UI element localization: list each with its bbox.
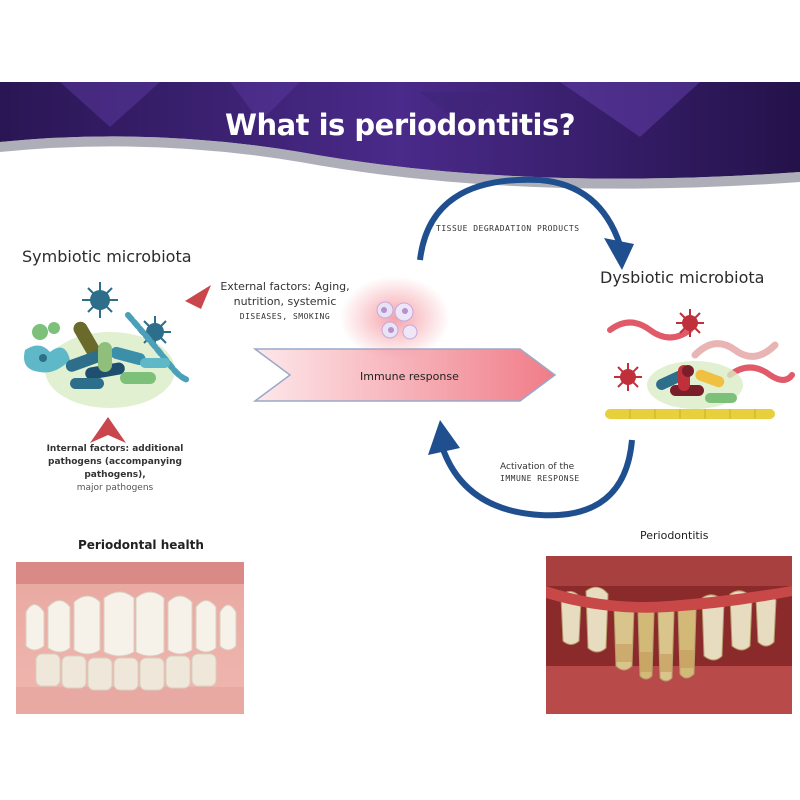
external-pointer-icon xyxy=(185,285,211,309)
virus-icon xyxy=(614,363,642,391)
internal-factors-line3: pathogens), xyxy=(84,470,146,480)
periodontal-health-photo xyxy=(16,562,244,714)
bottom-arrow-head xyxy=(428,420,460,455)
activation-line1: Activation of the xyxy=(500,462,575,472)
internal-factors-line2: pathogens (accompanying xyxy=(48,457,182,467)
external-factors-line3: diseases, smoking xyxy=(239,312,331,321)
internal-pointer-icon xyxy=(90,417,126,443)
immune-response-arrow xyxy=(252,348,557,402)
page-title: What is periodontitis? xyxy=(224,108,576,142)
external-factors-line2: nutrition, systemic xyxy=(233,295,337,308)
virus-icon xyxy=(676,309,704,337)
internal-factors-line1: Internal factors: additional xyxy=(46,444,184,454)
activation-line2: immune response xyxy=(500,474,580,483)
symbiotic-microbiota-illustration xyxy=(24,282,191,408)
tissue-degradation-label: tissue degradation products xyxy=(436,224,580,233)
internal-factors-line4: major pathogens xyxy=(76,483,154,493)
activation-label: Activation of the immune response xyxy=(500,461,580,485)
symbiotic-heading: Symbiotic microbiota xyxy=(22,247,192,266)
external-factors: External factors: Aging, nutrition, syst… xyxy=(220,279,350,324)
bottom-cycle-arrow xyxy=(437,439,635,519)
top-cycle-arrow xyxy=(417,176,623,261)
disease-photo-label: Periodontitis xyxy=(640,529,709,542)
immune-cells xyxy=(340,276,450,360)
header-banner xyxy=(0,82,800,192)
immune-response-label: Immune response xyxy=(360,370,459,383)
internal-factors: Internal factors: additional pathogens (… xyxy=(40,443,190,495)
virus-icon xyxy=(82,282,118,318)
top-arrow-head xyxy=(604,238,634,270)
dysbiotic-microbiota-illustration xyxy=(605,309,795,419)
dysbiotic-heading: Dysbiotic microbiota xyxy=(600,268,765,287)
external-factors-line1: External factors: Aging, xyxy=(220,280,350,293)
health-photo-label: Periodontal health xyxy=(78,538,204,552)
periodontitis-photo xyxy=(546,556,792,714)
